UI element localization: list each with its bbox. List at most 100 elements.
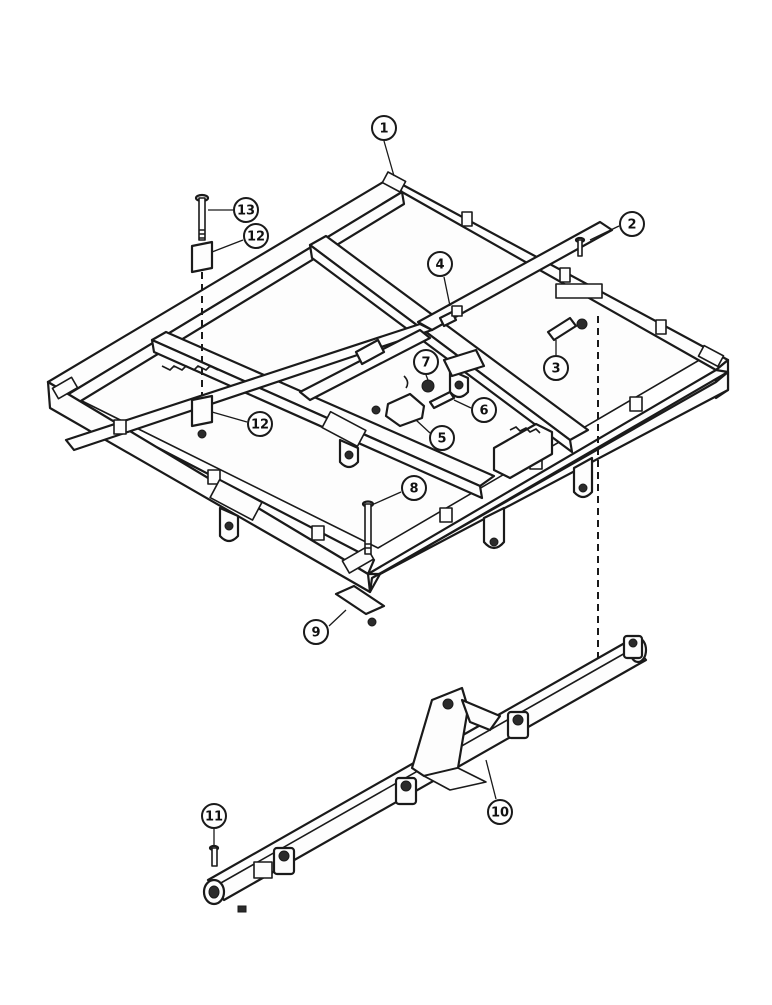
hitch-lug-2 [482, 506, 506, 550]
callout-leader-c1 [383, 140, 395, 177]
cross-member-left-side [150, 338, 484, 500]
callout-c12a: 12 [211, 223, 269, 253]
cross-member-right-side [308, 243, 574, 454]
bolt-2 [574, 236, 586, 257]
small-bracket [354, 338, 386, 366]
callout-circle-c8 [401, 475, 427, 501]
bolt-11 [208, 844, 220, 867]
serrated-bar-right [509, 426, 541, 434]
collar-end [272, 846, 296, 876]
rail-clip-2 [559, 267, 571, 283]
frame-interior [69, 191, 709, 549]
callout-c4: 4 [427, 251, 453, 307]
callout-c9: 9 [303, 609, 347, 645]
callout-leader-c7 [425, 374, 429, 381]
tower-brace [460, 698, 502, 732]
hitch-lug-5-hole [454, 380, 464, 390]
callout-leader-c4 [443, 276, 451, 307]
nut-7 [421, 379, 435, 393]
mount-plate-center [321, 410, 367, 448]
pin-6 [428, 390, 456, 410]
axle-assembly [202, 634, 648, 906]
callout-number-c6: 6 [479, 404, 488, 419]
callout-c13: 13 [208, 197, 259, 223]
bolt-8 [361, 500, 375, 555]
corner-block-back [381, 171, 407, 193]
callout-number-c13: 13 [237, 204, 255, 219]
callout-circle-c2 [619, 211, 645, 237]
callout-c3: 3 [543, 340, 569, 381]
spring-clip [403, 375, 409, 389]
callout-number-c11: 11 [205, 810, 223, 825]
callout-circle-c9 [303, 619, 329, 645]
callout-number-c9: 9 [311, 626, 320, 641]
bolt-4 [438, 305, 463, 328]
corner-block-right [697, 344, 725, 368]
tower-hole [442, 698, 454, 710]
callout-circle-c4 [427, 251, 453, 277]
callout-circle-c12a [243, 223, 269, 249]
callout-number-c8: 8 [409, 482, 418, 497]
long-brace [64, 322, 434, 452]
callout-c10: 10 [485, 759, 513, 825]
callout-leader-c2 [589, 225, 620, 241]
callout-c2: 2 [589, 211, 645, 241]
callout-number-c4: 4 [435, 258, 444, 273]
callout-circle-c6 [471, 397, 497, 423]
rail-clip-4 [113, 419, 127, 435]
plate-9 [334, 584, 386, 616]
rail-clip-9 [629, 396, 643, 412]
callout-number-c3: 3 [551, 362, 560, 377]
callout-number-c10: 10 [491, 806, 509, 821]
callout-circle-c3 [543, 355, 569, 381]
hitch-lug-2-hole [489, 537, 499, 547]
rail-clip-6 [311, 525, 325, 541]
pin-3 [546, 316, 588, 342]
callout-number-c12a: 12 [247, 230, 265, 245]
center-bracket [492, 422, 554, 480]
callout-circle-c13 [233, 197, 259, 223]
mount-plate-left [209, 479, 263, 521]
bolt-13 [194, 193, 210, 241]
callout-c12b: 12 [211, 411, 273, 437]
collar-right [506, 710, 530, 740]
clamp-5 [384, 392, 426, 428]
callout-circle-c5 [429, 425, 455, 451]
axle-tower-base [423, 767, 487, 791]
hitch-lug-4-hole [344, 450, 354, 460]
hitch-lug-3-hole [578, 483, 588, 493]
callout-leader-c6 [453, 399, 472, 409]
hitch-lug-1-hole [224, 521, 234, 531]
hitch-lug-3 [572, 456, 594, 499]
nut-9 [367, 617, 377, 627]
frame-rail-front-right-side [368, 370, 730, 594]
spacer-left [253, 861, 273, 879]
plate-12-lower [190, 394, 214, 428]
collar-left [394, 776, 418, 806]
axle-bore-left [208, 885, 220, 899]
callout-c6: 6 [453, 397, 497, 423]
callout-leader-c12b [211, 411, 248, 423]
callout-number-c2: 2 [627, 218, 636, 233]
callout-number-c7: 7 [421, 356, 430, 371]
callout-leader-c12a [211, 239, 244, 253]
plate-12-upper [190, 240, 214, 274]
callout-circle-c11 [201, 803, 227, 829]
callout-c8: 8 [373, 475, 427, 505]
callout-leader-c10 [485, 759, 497, 800]
callout-leader-c5 [415, 419, 431, 434]
bracket-upper [442, 348, 486, 378]
rail-clip-5 [207, 469, 221, 485]
nut-12-lower [197, 429, 207, 439]
callout-circle-c7 [413, 349, 439, 375]
callout-leader-c9 [328, 609, 347, 627]
serrated-bar-left [161, 365, 219, 371]
callout-number-c5: 5 [437, 432, 446, 447]
collar-far [622, 634, 644, 660]
callout-c11: 11 [201, 803, 227, 846]
callout-circle-c12b [247, 411, 273, 437]
corner-block-left [51, 376, 79, 400]
